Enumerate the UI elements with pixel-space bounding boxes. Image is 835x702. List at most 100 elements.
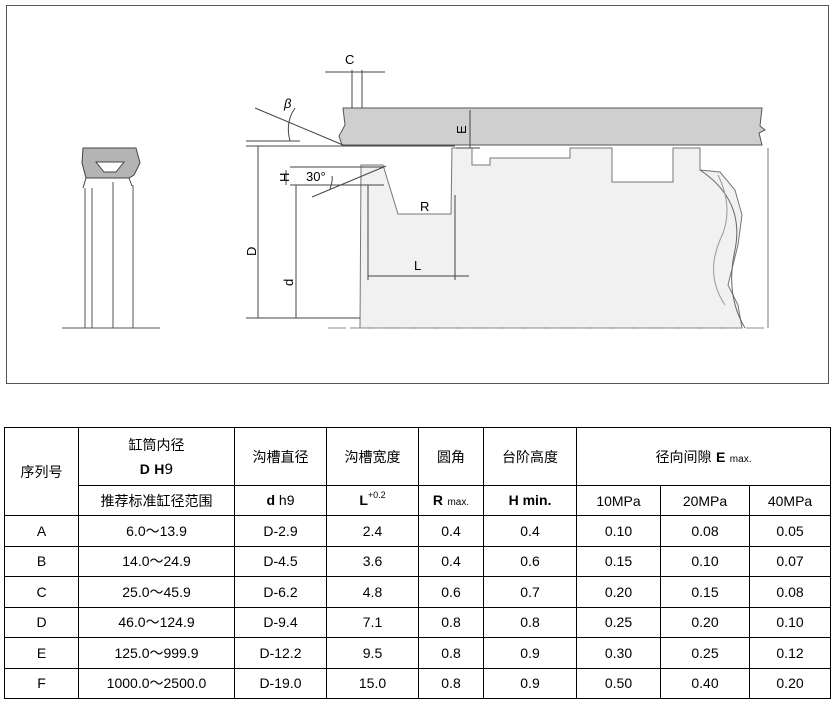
technical-drawing: C β E H 30° R D d L [62, 52, 769, 329]
header-L: L+0.2 [326, 485, 419, 516]
cell-range: 1000.0～2500.0 [78, 667, 235, 699]
table-row: A 6.0～13.9 D-2.9 2.4 0.4 0.4 0.10 0.08 0… [4, 515, 832, 547]
cell-range: 25.0～45.9 [78, 576, 235, 608]
cell-id: F [4, 667, 79, 699]
cell-e20: 0.10 [660, 545, 750, 577]
cell-L: 15.0 [326, 667, 419, 699]
table-row: B 14.0～24.9 D-4.5 3.6 0.4 0.6 0.15 0.10 … [4, 545, 832, 577]
header-fillet: 圆角 [418, 427, 484, 486]
header-groove-width: 沟槽宽度 [326, 427, 419, 486]
cell-d: D-12.2 [234, 637, 327, 669]
cell-e10: 0.15 [576, 545, 661, 577]
header-R-max: max. [447, 497, 470, 508]
cell-e20: 0.15 [660, 576, 750, 608]
header-gap-E: E [716, 448, 726, 465]
cell-H: 0.6 [483, 545, 577, 577]
cell-d: D-6.2 [234, 576, 327, 608]
label-d: d [281, 279, 296, 286]
cell-R: 0.6 [418, 576, 484, 608]
cell-R: 0.4 [418, 545, 484, 577]
header-step: 台阶高度 [483, 427, 577, 486]
header-20mpa: 20MPa [660, 485, 750, 516]
cell-range: 14.0～24.9 [78, 545, 235, 577]
header-bore-title: 缸筒内径 [128, 438, 185, 454]
cell-L: 2.4 [326, 515, 419, 547]
cell-e40: 0.05 [748, 515, 832, 547]
cell-e40: 0.20 [748, 667, 832, 699]
header-d-h9: d h9 [234, 485, 327, 516]
header-bore-9: 9 [164, 462, 174, 478]
header-L-tol: +0.2 [367, 490, 386, 500]
cell-id: B [4, 545, 79, 577]
cell-H: 0.9 [483, 637, 577, 669]
header-10mpa: 10MPa [576, 485, 661, 516]
label-E: E [454, 125, 469, 134]
seal-profile [62, 147, 160, 329]
cell-e40: 0.07 [748, 545, 832, 577]
cell-id: D [4, 606, 79, 638]
cell-H: 0.4 [483, 515, 577, 547]
header-gap: 径向间隙 E max. [575, 427, 832, 486]
cell-e20: 0.40 [660, 667, 750, 699]
cell-id: A [4, 515, 79, 547]
cell-R: 0.8 [418, 637, 484, 669]
spec-table: 序列号 缸筒内径 D H9 沟槽直径 沟槽宽度 圆角 台阶高度 径向间隙 E m… [4, 427, 832, 699]
cell-L: 9.5 [326, 637, 419, 669]
label-L: L [414, 258, 421, 273]
cell-R: 0.8 [418, 667, 484, 699]
cell-d: D-2.9 [234, 515, 327, 547]
header-H: H min. [483, 485, 577, 516]
table-row: D 46.0～124.9 D-9.4 7.1 0.8 0.8 0.25 0.20… [4, 606, 832, 638]
header-40mpa: 40MPa [748, 485, 832, 516]
cylinder-wall [338, 107, 766, 146]
header-R: R max. [418, 485, 484, 516]
header-groove-dia: 沟槽直径 [234, 427, 327, 486]
header-H-sym: H min. [508, 492, 552, 508]
cell-R: 0.8 [418, 606, 484, 638]
cell-e10: 0.50 [576, 667, 661, 699]
cell-R: 0.4 [418, 515, 484, 547]
cell-H: 0.7 [483, 576, 577, 608]
drawing-frame [6, 5, 829, 384]
cell-range: 125.0～999.9 [78, 637, 235, 669]
header-d-sym: d [266, 492, 276, 508]
dimension-lines [246, 70, 480, 319]
cell-L: 4.8 [326, 576, 419, 608]
cell-e10: 0.25 [576, 606, 661, 638]
cell-e40: 0.12 [748, 637, 832, 669]
header-R-sym: R [432, 492, 443, 508]
header-L-sym: L [359, 492, 368, 508]
cell-e40: 0.10 [748, 606, 832, 638]
cell-range: 6.0～13.9 [78, 515, 235, 547]
cell-L: 3.6 [326, 545, 419, 577]
cell-e10: 0.10 [576, 515, 661, 547]
label-beta: β [283, 96, 292, 111]
cell-d: D-19.0 [234, 667, 327, 699]
cell-e10: 0.30 [576, 637, 661, 669]
header-bore-H: H [154, 461, 165, 477]
header-bore-D: D [139, 461, 150, 477]
cell-d: D-9.4 [234, 606, 327, 638]
cell-L: 7.1 [326, 606, 419, 638]
cell-id: E [4, 637, 79, 669]
cell-e20: 0.25 [660, 637, 750, 669]
header-h9: h9 [275, 492, 295, 508]
label-angle: 30° [306, 169, 326, 184]
label-H: H [277, 173, 292, 182]
cell-e40: 0.08 [748, 576, 832, 608]
cell-e20: 0.08 [660, 515, 750, 547]
cell-e20: 0.20 [660, 606, 750, 638]
cell-H: 0.9 [483, 667, 577, 699]
header-serial: 序列号 [4, 427, 79, 516]
cell-id: C [4, 576, 79, 608]
label-C: C [345, 52, 354, 67]
header-gap-max: max. [729, 453, 752, 465]
cell-range: 46.0～124.9 [78, 606, 235, 638]
cell-e10: 0.20 [576, 576, 661, 608]
table-row: C 25.0～45.9 D-6.2 4.8 0.6 0.7 0.20 0.15 … [4, 576, 832, 608]
header-bore: 缸筒内径 D H9 [78, 427, 235, 486]
table-row: E 125.0～999.9 D-12.2 9.5 0.8 0.9 0.30 0.… [4, 637, 832, 669]
header-bore-range: 推荐标准缸径范围 [78, 485, 235, 516]
piston-body [328, 147, 769, 329]
cell-d: D-4.5 [234, 545, 327, 577]
